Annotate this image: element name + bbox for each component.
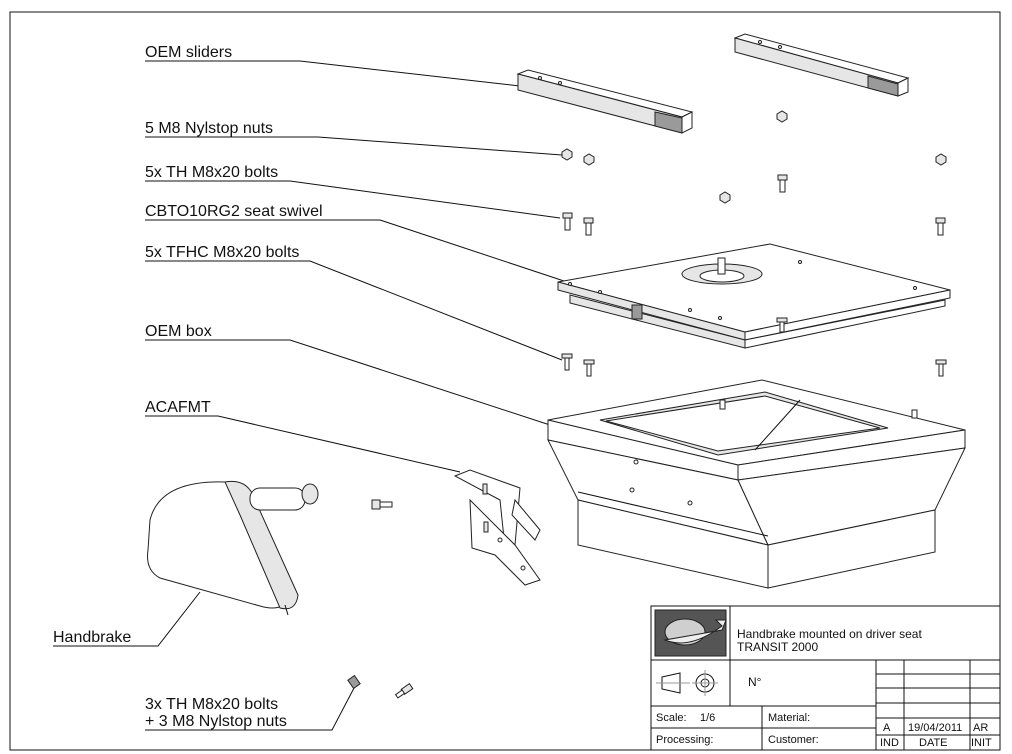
leader-line bbox=[145, 339, 551, 426]
scale-label: Scale: bbox=[656, 712, 687, 724]
nut bbox=[719, 191, 731, 204]
revision-init: AR bbox=[973, 722, 988, 734]
bolt bbox=[777, 174, 788, 193]
drawing-title-line1: Handbrake mounted on driver seat bbox=[737, 627, 922, 641]
bottom-bolts-group bbox=[347, 674, 414, 699]
bolt bbox=[935, 217, 946, 236]
callout-text: OEM sliders bbox=[145, 44, 232, 61]
revision-header-init: INIT bbox=[971, 737, 992, 749]
bolt bbox=[561, 353, 573, 371]
processing-label: Processing: bbox=[656, 734, 713, 746]
bolt bbox=[583, 359, 595, 377]
leader-line bbox=[53, 591, 201, 647]
leader-line bbox=[145, 180, 561, 219]
leader-line bbox=[145, 60, 521, 87]
leader-line bbox=[145, 415, 461, 473]
drawing-frame bbox=[9, 11, 1001, 751]
drawing-title-line2: TRANSIT 2000 bbox=[737, 640, 818, 654]
tfhc-bolts-group bbox=[561, 317, 947, 377]
bolt bbox=[562, 212, 573, 231]
bolt bbox=[583, 217, 594, 236]
callout-handbrake: Handbrake bbox=[53, 591, 201, 647]
title-block: Handbrake mounted on driver seat TRANSIT… bbox=[650, 605, 1001, 751]
callout-text: 5x TFHC M8x20 bolts bbox=[145, 244, 299, 261]
nut bbox=[583, 153, 595, 166]
callout-tfhc-bolts: 5x TFHC M8x20 bolts bbox=[145, 244, 563, 361]
callout-bottom-bolts: 3x TH M8x20 bolts + 3 M8 Nylstop nuts bbox=[145, 687, 355, 731]
bolt bbox=[347, 674, 361, 690]
callout-seat-swivel: CBTO10RG2 seat swivel bbox=[145, 203, 571, 284]
callout-nylstop-nuts: 5 M8 Nylstop nuts bbox=[145, 120, 563, 156]
callout-text: + 3 M8 Nylstop nuts bbox=[145, 713, 287, 730]
nut bbox=[776, 110, 788, 123]
leader-line bbox=[145, 260, 563, 361]
leader-line bbox=[145, 687, 355, 731]
nylstop-nuts-group bbox=[561, 110, 947, 204]
callout-text: Handbrake bbox=[53, 629, 131, 646]
material-label: Material: bbox=[768, 712, 810, 724]
leader-line bbox=[145, 219, 571, 284]
revision-ind: A bbox=[883, 722, 891, 734]
number-label: N° bbox=[748, 675, 762, 689]
callout-text: ACAFMT bbox=[145, 399, 211, 416]
callout-text: CBTO10RG2 seat swivel bbox=[145, 203, 323, 220]
revision-date: 19/04/2011 bbox=[908, 722, 962, 734]
oem-box bbox=[547, 379, 966, 589]
customer-label: Customer: bbox=[768, 734, 819, 746]
acafmt-bracket bbox=[453, 469, 541, 586]
acafmt-bolt bbox=[371, 499, 393, 510]
handbrake bbox=[147, 480, 319, 616]
scale-value: 1/6 bbox=[700, 712, 715, 724]
bolt bbox=[935, 359, 947, 377]
oem-slider-left bbox=[516, 69, 694, 134]
callout-text: 3x TH M8x20 bolts bbox=[145, 696, 278, 713]
nut bbox=[561, 148, 573, 161]
seat-swivel-plate bbox=[557, 243, 951, 349]
callout-text: 5x TH M8x20 bolts bbox=[145, 164, 278, 181]
callout-th-bolts: 5x TH M8x20 bolts bbox=[145, 164, 561, 219]
leader-line bbox=[145, 136, 563, 156]
oem-slider-right bbox=[733, 33, 910, 97]
bolt bbox=[394, 682, 414, 699]
callout-oem-sliders: OEM sliders bbox=[145, 44, 521, 87]
nut bbox=[935, 153, 947, 166]
company-logo-icon bbox=[654, 609, 727, 657]
th-bolts-group bbox=[562, 174, 946, 236]
callout-acafmt: ACAFMT bbox=[145, 399, 461, 473]
callout-text: OEM box bbox=[145, 323, 212, 340]
bolt bbox=[776, 317, 788, 333]
callout-text: 5 M8 Nylstop nuts bbox=[145, 120, 273, 137]
projection-symbol-icon bbox=[656, 670, 718, 696]
revision-header-ind: IND bbox=[880, 737, 899, 749]
callout-oem-box: OEM box bbox=[145, 323, 551, 426]
revision-header-date: DATE bbox=[919, 737, 948, 749]
